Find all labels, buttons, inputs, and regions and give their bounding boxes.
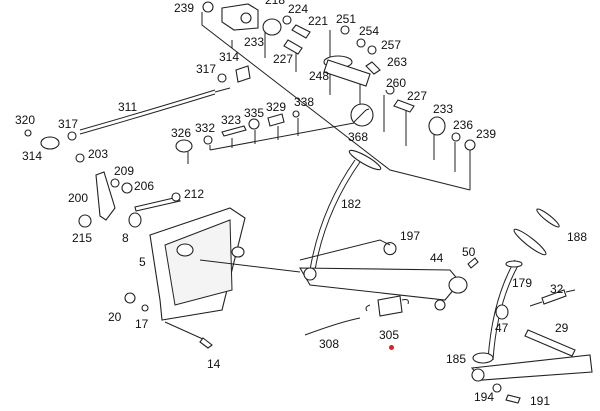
part-label-257[interactable]: 257 bbox=[381, 38, 402, 52]
part-label-203[interactable]: 203 bbox=[88, 147, 109, 161]
part-label-335[interactable]: 335 bbox=[244, 106, 265, 120]
part-label-254[interactable]: 254 bbox=[359, 24, 380, 38]
part-label-185[interactable]: 185 bbox=[446, 352, 467, 366]
part-label-314[interactable]: 314 bbox=[22, 149, 43, 163]
part-label-248[interactable]: 248 bbox=[309, 69, 330, 83]
bracket-5 bbox=[124, 207, 301, 349]
lever-200 bbox=[75, 153, 181, 228]
arm-44 bbox=[299, 257, 479, 311]
part-label-200[interactable]: 200 bbox=[68, 191, 89, 205]
part-label-32[interactable]: 32 bbox=[550, 282, 564, 296]
part-label-212[interactable]: 212 bbox=[184, 187, 205, 201]
part-label-224[interactable]: 224 bbox=[288, 2, 309, 16]
part-label-317[interactable]: 317 bbox=[196, 62, 217, 76]
top-parts bbox=[202, 1, 476, 151]
rod-311 bbox=[24, 87, 231, 150]
part-label-218[interactable]: 218 bbox=[265, 0, 286, 7]
part-label-227[interactable]: 227 bbox=[273, 52, 294, 66]
part-label-5[interactable]: 5 bbox=[139, 255, 146, 269]
springs bbox=[304, 289, 576, 336]
part-label-179[interactable]: 179 bbox=[512, 276, 533, 290]
part-label-236[interactable]: 236 bbox=[453, 118, 474, 132]
part-label-314[interactable]: 314 bbox=[219, 50, 240, 64]
part-label-14[interactable]: 14 bbox=[207, 357, 221, 371]
part-label-308[interactable]: 308 bbox=[319, 337, 340, 351]
part-label-317[interactable]: 317 bbox=[58, 117, 79, 131]
part-label-215[interactable]: 215 bbox=[72, 231, 93, 245]
part-label-311[interactable]: 311 bbox=[118, 100, 138, 114]
position-marker bbox=[389, 345, 394, 350]
part-label-332[interactable]: 332 bbox=[195, 121, 216, 135]
part-label-260[interactable]: 260 bbox=[386, 76, 407, 90]
part-label-191[interactable]: 191 bbox=[530, 394, 551, 408]
part-label-8[interactable]: 8 bbox=[122, 231, 129, 245]
part-label-320[interactable]: 320 bbox=[15, 113, 36, 127]
part-label-206[interactable]: 206 bbox=[134, 179, 155, 193]
part-label-182[interactable]: 182 bbox=[341, 197, 362, 211]
part-label-305[interactable]: 305 bbox=[379, 328, 400, 342]
top-group-leader-lines bbox=[201, 12, 471, 191]
part-label-326[interactable]: 326 bbox=[171, 126, 192, 140]
pedal-182 bbox=[299, 149, 397, 271]
part-label-221[interactable]: 221 bbox=[308, 14, 329, 28]
part-label-20[interactable]: 20 bbox=[108, 310, 122, 324]
part-label-263[interactable]: 263 bbox=[387, 55, 408, 69]
part-label-29[interactable]: 29 bbox=[555, 321, 569, 335]
part-label-209[interactable]: 209 bbox=[114, 164, 135, 178]
part-label-323[interactable]: 323 bbox=[221, 113, 242, 127]
middle-group bbox=[175, 103, 374, 164]
part-label-251[interactable]: 251 bbox=[336, 12, 357, 26]
part-label-47[interactable]: 47 bbox=[495, 321, 509, 335]
part-label-50[interactable]: 50 bbox=[462, 245, 476, 259]
part-label-233[interactable]: 233 bbox=[433, 102, 454, 116]
part-label-227[interactable]: 227 bbox=[407, 89, 428, 103]
part-label-194[interactable]: 194 bbox=[474, 390, 495, 404]
part-label-239[interactable]: 239 bbox=[174, 1, 195, 15]
part-label-233[interactable]: 233 bbox=[244, 35, 265, 49]
part-label-188[interactable]: 188 bbox=[567, 230, 588, 244]
part-label-329[interactable]: 329 bbox=[266, 100, 287, 114]
part-label-338[interactable]: 338 bbox=[294, 95, 315, 109]
part-label-17[interactable]: 17 bbox=[135, 317, 149, 331]
part-label-368[interactable]: 368 bbox=[348, 130, 369, 144]
pedal-179 bbox=[470, 208, 593, 404]
part-label-239[interactable]: 239 bbox=[476, 127, 497, 141]
part-label-197[interactable]: 197 bbox=[400, 229, 421, 243]
part-label-44[interactable]: 44 bbox=[430, 251, 444, 265]
